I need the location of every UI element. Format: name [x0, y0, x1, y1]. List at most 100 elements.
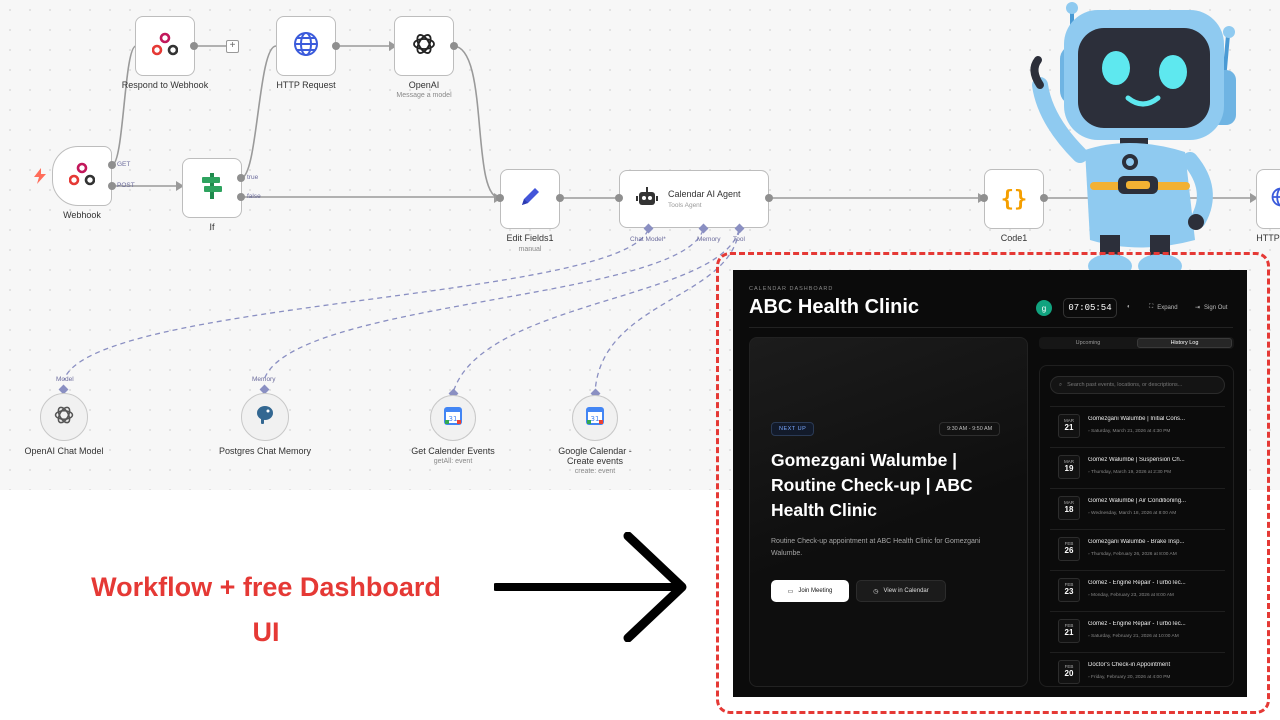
calendar-icon: ▫ [1088, 593, 1092, 598]
date-day: 18 [1064, 505, 1074, 514]
header-divider [749, 327, 1233, 328]
respond-webhook-label: Respond to Webhook [121, 80, 209, 90]
date-day: 20 [1064, 669, 1074, 678]
model-port-label: Model [56, 376, 74, 383]
if-false-port[interactable] [237, 193, 245, 201]
history-datetime: ▫ Saturday, February 21, 2026 at 10:00 A… [1088, 634, 1179, 639]
openai-node[interactable] [394, 16, 454, 76]
webhook-post-port[interactable] [108, 182, 116, 190]
date-month: MAR [1064, 418, 1074, 423]
agent-output-port[interactable] [765, 194, 773, 202]
view-calendar-button[interactable]: ◷ View in Calendar [856, 580, 946, 602]
openai-chat-model-label: OpenAI Chat Model [24, 446, 104, 456]
code-input-port[interactable] [980, 194, 988, 202]
calendar-icon: ▫ [1088, 675, 1092, 680]
robot-icon [636, 186, 658, 212]
code-node[interactable]: {} [984, 169, 1044, 229]
agent-input-port[interactable] [615, 194, 623, 202]
memory-port-label: Memory [697, 236, 721, 243]
history-list: ⌕ Search past events, locations, or desc… [1039, 365, 1234, 687]
if-label: If [209, 222, 215, 232]
create-calendar-events-node[interactable]: 31 [572, 395, 618, 441]
respond-webhook-node[interactable] [135, 16, 195, 76]
openai-chat-model-node[interactable] [40, 393, 88, 441]
edit-fields-node[interactable] [500, 169, 560, 229]
history-datetime: ▫ Thursday, February 26, 2026 at 8:00 AM [1088, 552, 1177, 557]
http-request-node[interactable] [276, 16, 336, 76]
get-events-sublabel: getAll: event [433, 458, 473, 465]
openai-label: OpenAI [408, 80, 440, 90]
google-calendar-icon: 31 [444, 406, 462, 430]
get-events-circle: 31 [430, 395, 476, 441]
next-up-badge: NEXT UP [771, 422, 815, 436]
expand-button[interactable]: ⛶ Expand [1149, 304, 1178, 311]
history-datetime-text: Saturday, February 21, 2026 at 10:00 AM [1091, 634, 1179, 639]
code-output-port[interactable] [1040, 194, 1048, 202]
get-port-label: GET [117, 161, 131, 168]
promo-caption: Workflow + free Dashboard UI [56, 565, 476, 655]
edit-fields-label: Edit Fields1 [506, 233, 554, 243]
openai-output-port[interactable] [450, 42, 458, 50]
clock-display: 07:05:54 [1063, 298, 1117, 318]
calendar-dashboard: CALENDAR DASHBOARD ABC Health Clinic g 0… [733, 270, 1247, 697]
post-port-label: POST [117, 182, 135, 189]
history-title: Gomez - Engine Repair - TurboTec... [1088, 621, 1186, 627]
memory-input-port-label: Memory [252, 376, 276, 383]
tab-bar: Upcoming History Log [1039, 337, 1234, 349]
caption-line-1: Workflow + free Dashboard [91, 572, 441, 602]
history-datetime-text: Thursday, February 26, 2026 at 8:00 AM [1090, 552, 1177, 557]
add-node-plus-icon[interactable]: + [226, 40, 239, 53]
join-meeting-button[interactable]: ▭ Join Meeting [771, 580, 849, 602]
sign-out-button[interactable]: ⇥ Sign Out [1195, 304, 1228, 312]
date-month: FEB [1064, 664, 1074, 669]
get-calendar-events-node[interactable]: 31 [430, 395, 476, 441]
calendar-agent-node[interactable]: Calendar AI Agent Tools Agent [619, 170, 769, 228]
http-node-cut[interactable] [1256, 169, 1280, 229]
webhook-label: Webhook [63, 210, 101, 220]
postgres-memory-node[interactable] [241, 393, 289, 441]
calendar-icon: ▫ [1088, 429, 1092, 434]
if-true-port[interactable] [237, 174, 245, 182]
tab-upcoming[interactable]: Upcoming [1075, 340, 1101, 346]
signpost-icon [200, 172, 224, 204]
history-search-input[interactable]: ⌕ Search past events, locations, or desc… [1050, 376, 1225, 394]
postgres-elephant-icon [254, 404, 276, 431]
history-datetime: ▫ Friday, February 20, 2026 at 4:00 PM [1088, 675, 1170, 680]
edit-fields-input-port[interactable] [496, 194, 504, 202]
date-day: 21 [1064, 423, 1074, 432]
globe-icon [1271, 187, 1280, 212]
date-day: 23 [1064, 587, 1074, 596]
history-datetime-text: Monday, February 23, 2026 at 8:00 AM [1091, 593, 1174, 598]
avatar[interactable]: g [1036, 300, 1052, 316]
agent-text: Calendar AI Agent Tools Agent [668, 189, 741, 209]
tab-history-log[interactable]: History Log [1137, 338, 1232, 348]
history-title: Gomez Walumbe | Suspension Ch... [1088, 457, 1185, 463]
calendar-icon: ▫ [1088, 470, 1091, 475]
webhook-node[interactable] [52, 146, 112, 206]
create-events-sublabel: create: event [574, 468, 616, 475]
sign-out-label: Sign Out [1204, 304, 1228, 311]
video-icon: ▭ [787, 588, 794, 595]
edit-fields-output-port[interactable] [556, 194, 564, 202]
date-month: MAR [1064, 500, 1074, 505]
http-output-port[interactable] [332, 42, 340, 50]
if-node[interactable] [182, 158, 242, 218]
respond-output-port[interactable] [190, 42, 198, 50]
date-month: FEB [1064, 582, 1074, 587]
webhook-icon [68, 162, 96, 191]
webhook-get-port[interactable] [108, 161, 116, 169]
openai-logo-icon [53, 404, 75, 431]
get-events-label: Get Calender Events [411, 446, 495, 456]
history-datetime-text: Wednesday, March 18, 2026 at 8:00 AM [1091, 511, 1177, 516]
dashboard-highlight-frame [716, 252, 1270, 714]
theme-toggle-button[interactable]: ◐ [1127, 304, 1131, 310]
postgres-circle [241, 393, 289, 441]
